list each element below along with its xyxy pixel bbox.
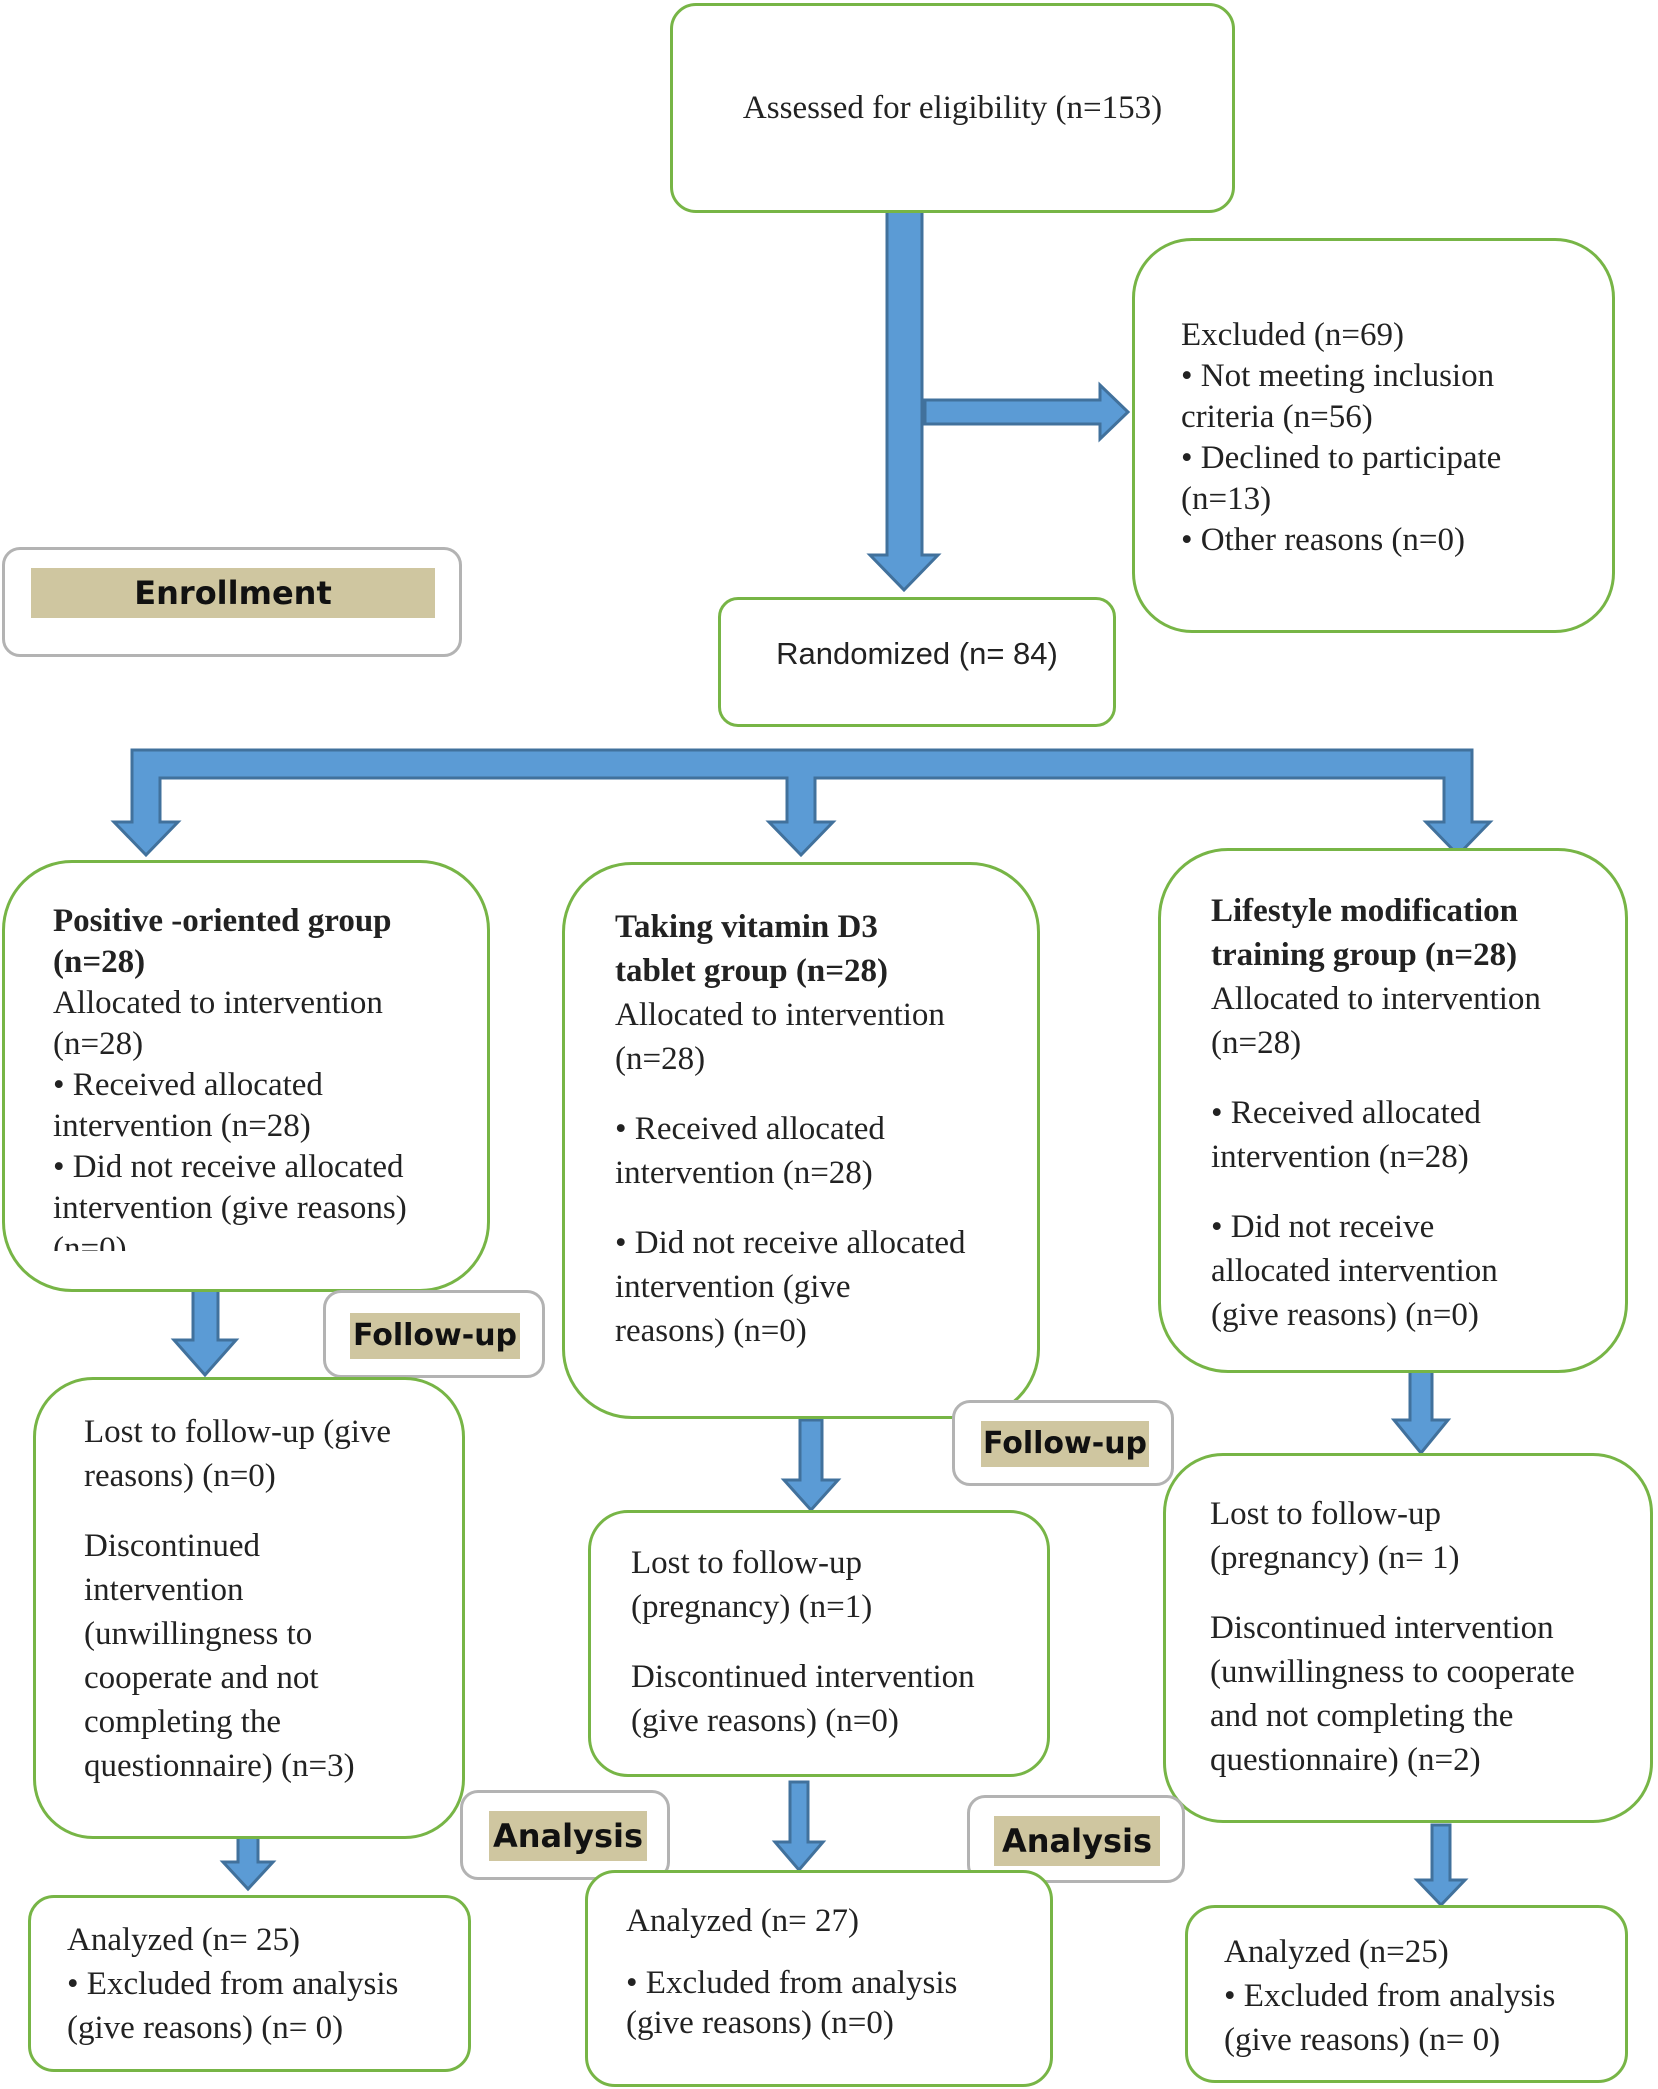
positive-group-n: (n=28) [53,944,146,980]
vitamin-line-1: Allocated to intervention [615,997,945,1033]
vitamin-line-6: intervention (give [615,1269,851,1305]
positive-analysis-box: Analyzed (n= 25) • Excluded from analysi… [28,1895,471,2072]
positive-line-4: intervention (n=28) [53,1108,311,1144]
excluded-line-2: criteria (n=56) [1181,399,1373,435]
lifestyle-followup-line-6: questionnaire) (n=2) [1210,1742,1481,1778]
positive-group-title: Positive -oriented group [53,903,392,939]
positive-line-7: (n=0) [53,1231,127,1251]
vitamin-line-3: • Received allocated [615,1111,885,1147]
lifestyle-followup-line-5: and not completing the [1210,1698,1514,1734]
vitamin-group-box: Taking vitamin D3 tablet group (n=28) Al… [562,862,1040,1419]
arrow-vitamin-to-analysis [771,1780,827,1873]
lifestyle-analysis-box: Analyzed (n=25) • Excluded from analysis… [1185,1905,1628,2083]
positive-analysis-line-1: Analyzed (n= 25) [67,1922,301,1958]
lifestyle-group-n: training group (n=28) [1211,937,1518,973]
followup-stage-box-2: Follow-up [952,1400,1174,1486]
lifestyle-group-box: Lifestyle modification training group (n… [1158,848,1628,1373]
analysis-label-1: Analysis [489,1811,647,1861]
positive-followup-line-7: completing the [84,1704,282,1740]
positive-followup-line-4: intervention [84,1572,244,1608]
analysis-stage-box-2: Analysis [967,1795,1185,1883]
enrollment-label: Enrollment [31,568,435,618]
positive-line-1: Allocated to intervention [53,985,383,1021]
excluded-line-4: (n=13) [1181,481,1272,517]
vitamin-analysis-box: Analyzed (n= 27) • Excluded from analysi… [585,1870,1053,2087]
lifestyle-group-title: Lifestyle modification [1211,893,1519,929]
lifestyle-followup-line-1: Lost to follow-up [1210,1496,1441,1532]
lifestyle-analysis-line-1: Analyzed (n=25) [1224,1934,1449,1970]
arrow-lifestyle-to-followup [1390,1361,1452,1456]
vitamin-followup-line-3: Discontinued intervention [631,1659,975,1695]
positive-line-5: • Did not receive allocated [53,1149,404,1185]
excluded-title: Excluded (n=69) [1181,317,1404,353]
vitamin-analysis-line-1: Analyzed (n= 27) [626,1903,860,1939]
lifestyle-analysis-line-2: • Excluded from analysis [1224,1978,1556,2014]
positive-analysis-line-2: • Excluded from analysis [67,1966,399,2002]
lifestyle-line-2: (n=28) [1211,1025,1302,1061]
assessed-box: Assessed for eligibility (n=153) [670,3,1235,213]
positive-followup-line-1: Lost to follow-up (give [84,1414,392,1450]
analysis-label-2: Analysis [994,1816,1160,1866]
lifestyle-followup-line-3: Discontinued intervention [1210,1610,1554,1646]
randomized-text: Randomized (n= 84) [776,636,1058,671]
lifestyle-line-3: • Received allocated [1211,1095,1481,1131]
lifestyle-followup-line-4: (unwillingness to cooperate [1210,1654,1575,1690]
arrow-positive-to-analysis [219,1830,277,1892]
lifestyle-line-4: intervention (n=28) [1211,1139,1469,1175]
positive-followup-line-8: questionnaire) (n=3) [84,1748,355,1784]
randomized-box: Randomized (n= 84) [718,597,1116,727]
positive-group-box: Positive -oriented group (n=28) Allocate… [2,860,490,1292]
excluded-line-5: • Other reasons (n=0) [1181,522,1465,558]
arrow-positive-to-followup [170,1283,240,1378]
positive-followup-box: Lost to follow-up (give reasons) (n=0) D… [33,1377,465,1839]
vitamin-line-5: • Did not receive allocated [615,1225,966,1261]
enrollment-stage-box: Enrollment [2,547,462,657]
lifestyle-line-1: Allocated to intervention [1211,981,1541,1017]
lifestyle-line-5: • Did not receive [1211,1209,1435,1245]
assessed-text: Assessed for eligibility (n=153) [742,90,1163,126]
positive-line-6: intervention (give reasons) [53,1190,407,1226]
lifestyle-analysis-line-3: (give reasons) (n= 0) [1224,2022,1501,2058]
positive-followup-line-3: Discontinued [84,1528,260,1564]
vitamin-line-7: reasons) (n=0) [615,1313,807,1349]
positive-followup-line-2: reasons) (n=0) [84,1458,276,1494]
lifestyle-followup-box: Lost to follow-up (pregnancy) (n= 1) Dis… [1163,1453,1653,1823]
excluded-box: Excluded (n=69) • Not meeting inclusion … [1132,238,1615,633]
arrow-lifestyle-to-analysis [1413,1823,1469,1908]
lifestyle-line-7: (give reasons) (n=0) [1211,1297,1479,1333]
excluded-line-1: • Not meeting inclusion [1181,358,1495,394]
vitamin-followup-line-1: Lost to follow-up [631,1545,862,1581]
arrow-split-bar [110,748,1494,858]
vitamin-analysis-line-3: (give reasons) (n=0) [626,2005,894,2041]
arrow-vitamin-to-followup [780,1418,842,1513]
excluded-line-3: • Declined to participate [1181,440,1502,476]
positive-line-3: • Received allocated [53,1067,323,1103]
positive-analysis-line-3: (give reasons) (n= 0) [67,2010,344,2046]
vitamin-group-n: tablet group (n=28) [615,953,889,989]
positive-group-details: Allocated to intervention (n=28) • Recei… [53,983,487,1289]
lifestyle-followup-line-2: (pregnancy) (n= 1) [1210,1540,1460,1576]
followup-label-1: Follow-up [350,1313,520,1359]
vitamin-followup-line-4: (give reasons) (n=0) [631,1703,899,1739]
analysis-stage-box-1: Analysis [460,1790,670,1880]
arrow-to-excluded [923,381,1131,443]
vitamin-line-2: (n=28) [615,1041,706,1077]
vitamin-followup-box: Lost to follow-up (pregnancy) (n=1) Disc… [588,1510,1050,1777]
positive-followup-line-6: cooperate and not [84,1660,319,1696]
vitamin-group-title: Taking vitamin D3 [615,909,878,945]
vitamin-analysis-line-2: • Excluded from analysis [626,1965,958,2001]
vitamin-followup-line-2: (pregnancy) (n=1) [631,1589,873,1625]
lifestyle-line-6: allocated intervention [1211,1253,1498,1289]
positive-line-2: (n=28) [53,1026,144,1062]
followup-stage-box-1: Follow-up [323,1290,545,1378]
followup-label-2: Follow-up [981,1421,1149,1467]
positive-followup-line-5: (unwillingness to [84,1616,313,1652]
vitamin-line-4: intervention (n=28) [615,1155,873,1191]
arrow-assessed-to-randomized [866,206,942,593]
